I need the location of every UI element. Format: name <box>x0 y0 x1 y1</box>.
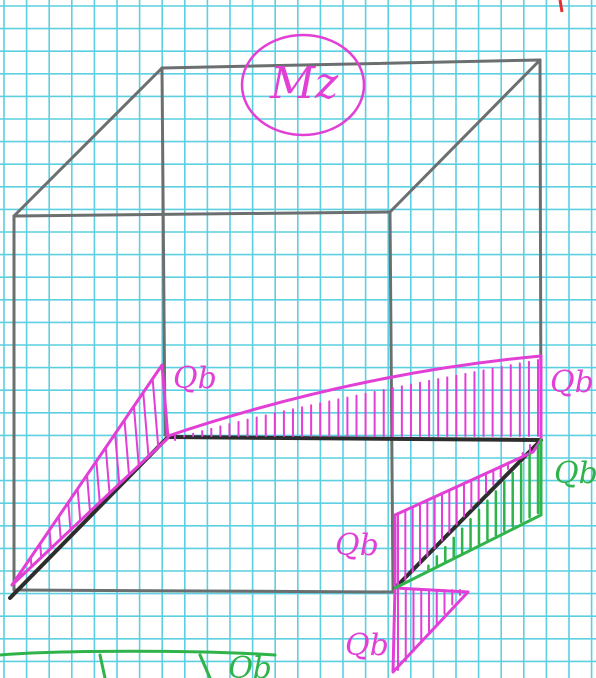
moment-front-column-hatch <box>397 589 461 671</box>
moment-right-diagonal-hatch <box>397 444 531 589</box>
frame-edge-front-top <box>12 210 392 218</box>
hatch-line <box>67 501 72 531</box>
frame-edge-front-right <box>388 210 395 594</box>
frame-edge-back-left <box>160 66 167 437</box>
moment-left-diagonal-hatch <box>11 364 169 586</box>
moment-diagrams <box>10 33 543 674</box>
green-outline <box>393 438 543 590</box>
hatch-line <box>142 391 150 458</box>
frame-edge-top-left-diag <box>12 66 164 218</box>
hatch-line <box>48 529 52 550</box>
moment-front-column-outline <box>391 586 470 674</box>
moment-back-beam-outline <box>166 354 543 442</box>
hatch-line <box>123 419 130 476</box>
label-bottom-fragment: Qb <box>228 651 272 678</box>
label-front-right-bottom: Qb <box>345 628 389 663</box>
green-diagram <box>0 438 543 678</box>
frame-edge-top-right-diag <box>388 58 542 214</box>
red-corner-mark <box>558 0 564 13</box>
hatch-line <box>161 364 169 439</box>
hatch-line <box>57 515 62 541</box>
hatch-line <box>132 405 140 467</box>
title-label: Mz <box>269 58 339 109</box>
hatch-line <box>114 432 121 485</box>
hatch-line <box>76 487 82 522</box>
label-left-diagonal: Qb <box>173 361 217 396</box>
beam-right-diag <box>393 438 543 590</box>
labels: Mz Qb Qb Qb Qb Qb Qb <box>173 58 596 678</box>
label-front-right-mid: Qb <box>335 528 379 563</box>
moment-back-beam-hatch <box>174 359 539 441</box>
green-fragment-bottom <box>0 649 277 678</box>
frame-edge-back-top <box>160 58 542 70</box>
hatch-line <box>39 542 43 559</box>
hatch-line <box>151 377 160 449</box>
hatch-line <box>86 474 91 513</box>
beam-back-bottom <box>166 435 543 442</box>
green-hatch <box>418 443 540 577</box>
frame-edge-front-bottom <box>12 588 395 594</box>
label-right-side-green: Qb <box>554 456 596 491</box>
title-circle <box>240 33 366 137</box>
hatch-line <box>95 460 101 504</box>
hatch-line <box>29 556 33 568</box>
label-back-beam-right: Qb <box>550 365 594 400</box>
hatch-line <box>104 446 111 495</box>
